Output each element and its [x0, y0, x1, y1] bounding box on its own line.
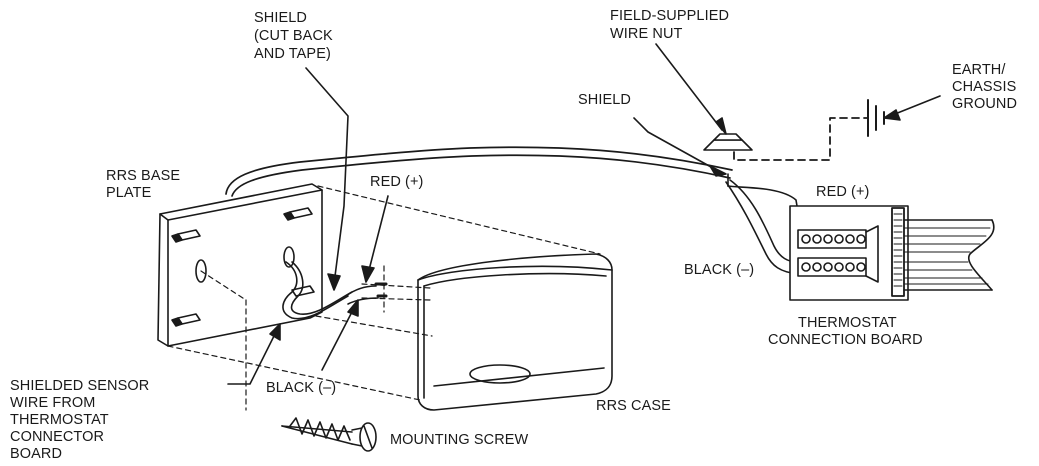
label-base-plate-1: RRS BASE: [106, 168, 180, 184]
label-black-right: BLACK (–): [684, 262, 754, 278]
label-black-left: BLACK (–): [266, 380, 336, 396]
label-board-1: THERMOSTAT: [798, 315, 897, 331]
label-sensor-wire-2: WIRE FROM: [10, 395, 95, 411]
label-base-plate-2: PLATE: [106, 185, 152, 201]
mounting-screw: [281, 417, 377, 452]
rrs-base-plate: [157, 183, 323, 347]
terminal-row-top: [801, 234, 866, 244]
rrs-case: [417, 253, 613, 411]
label-shield-cut-3: AND TAPE): [254, 46, 331, 62]
label-shield: SHIELD: [578, 92, 631, 108]
label-red-right: RED (+): [816, 184, 869, 200]
label-wire-nut-2: WIRE NUT: [610, 26, 683, 42]
sensor-cable: [225, 146, 733, 320]
label-earth-ground-3: GROUND: [952, 96, 1017, 112]
label-sensor-wire-5: BOARD: [10, 446, 62, 462]
label-sensor-wire-4: CONNECTOR: [10, 429, 104, 445]
board-cable: [725, 173, 799, 275]
label-wire-nut-1: FIELD-SUPPLIED: [610, 8, 729, 24]
terminal-row-bottom: [801, 262, 866, 272]
wire-nut: [703, 133, 753, 151]
labels: SHIELD (CUT BACK AND TAPE) FIELD-SUPPLIE…: [10, 8, 1017, 462]
label-shield-cut-1: SHIELD: [254, 10, 307, 26]
label-earth-ground-2: CHASSIS: [952, 79, 1016, 95]
label-shield-cut-2: (CUT BACK: [254, 28, 333, 44]
label-mounting-screw: MOUNTING SCREW: [390, 432, 529, 448]
label-red-left: RED (+): [370, 174, 423, 190]
label-board-2: CONNECTION BOARD: [768, 332, 923, 348]
thermostat-board: [789, 205, 995, 301]
label-sensor-wire-3: THERMOSTAT: [10, 412, 109, 428]
label-sensor-wire-1: SHIELDED SENSOR: [10, 378, 149, 394]
label-earth-ground-1: EARTH/: [952, 62, 1006, 78]
ground-wire: [733, 99, 885, 161]
leader-lines: [227, 43, 941, 385]
label-rrs-case: RRS CASE: [596, 398, 671, 414]
